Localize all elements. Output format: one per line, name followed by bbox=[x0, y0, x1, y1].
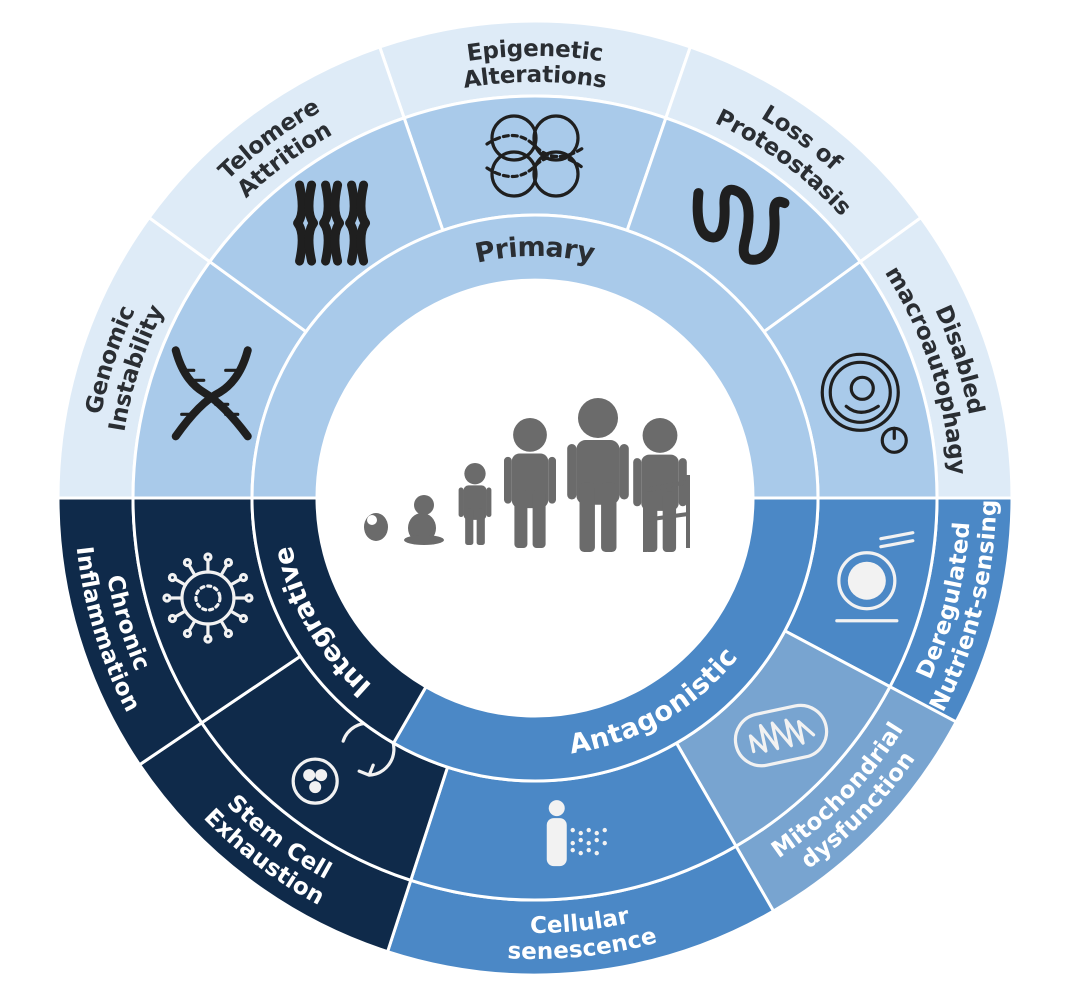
plate-cutlery-icon bbox=[835, 531, 915, 623]
embryo-silhouette bbox=[364, 513, 388, 541]
elder-silhouette bbox=[633, 418, 687, 552]
baby-silhouette bbox=[404, 495, 444, 545]
chromosomes-icon bbox=[293, 180, 371, 266]
autophagy-cell-icon bbox=[820, 352, 908, 454]
adult-silhouette bbox=[504, 418, 556, 548]
chromatin-icon bbox=[485, 114, 585, 198]
category-primary[interactable]: Primary bbox=[250, 213, 820, 500]
walker-icon bbox=[643, 475, 690, 552]
mitochondrion-icon bbox=[733, 703, 829, 768]
aging-stages-icon bbox=[364, 398, 690, 552]
older-adult-silhouette bbox=[567, 398, 629, 552]
stem-cell-cycle-icon bbox=[291, 721, 396, 805]
virus-cell-icon bbox=[162, 552, 254, 644]
dna-icon bbox=[171, 346, 252, 441]
hallmark-label-line: Epigenetic bbox=[465, 35, 605, 66]
toddler-silhouette bbox=[458, 463, 492, 545]
dissolving-person-icon bbox=[546, 800, 607, 867]
protein-fold-icon bbox=[692, 184, 790, 265]
